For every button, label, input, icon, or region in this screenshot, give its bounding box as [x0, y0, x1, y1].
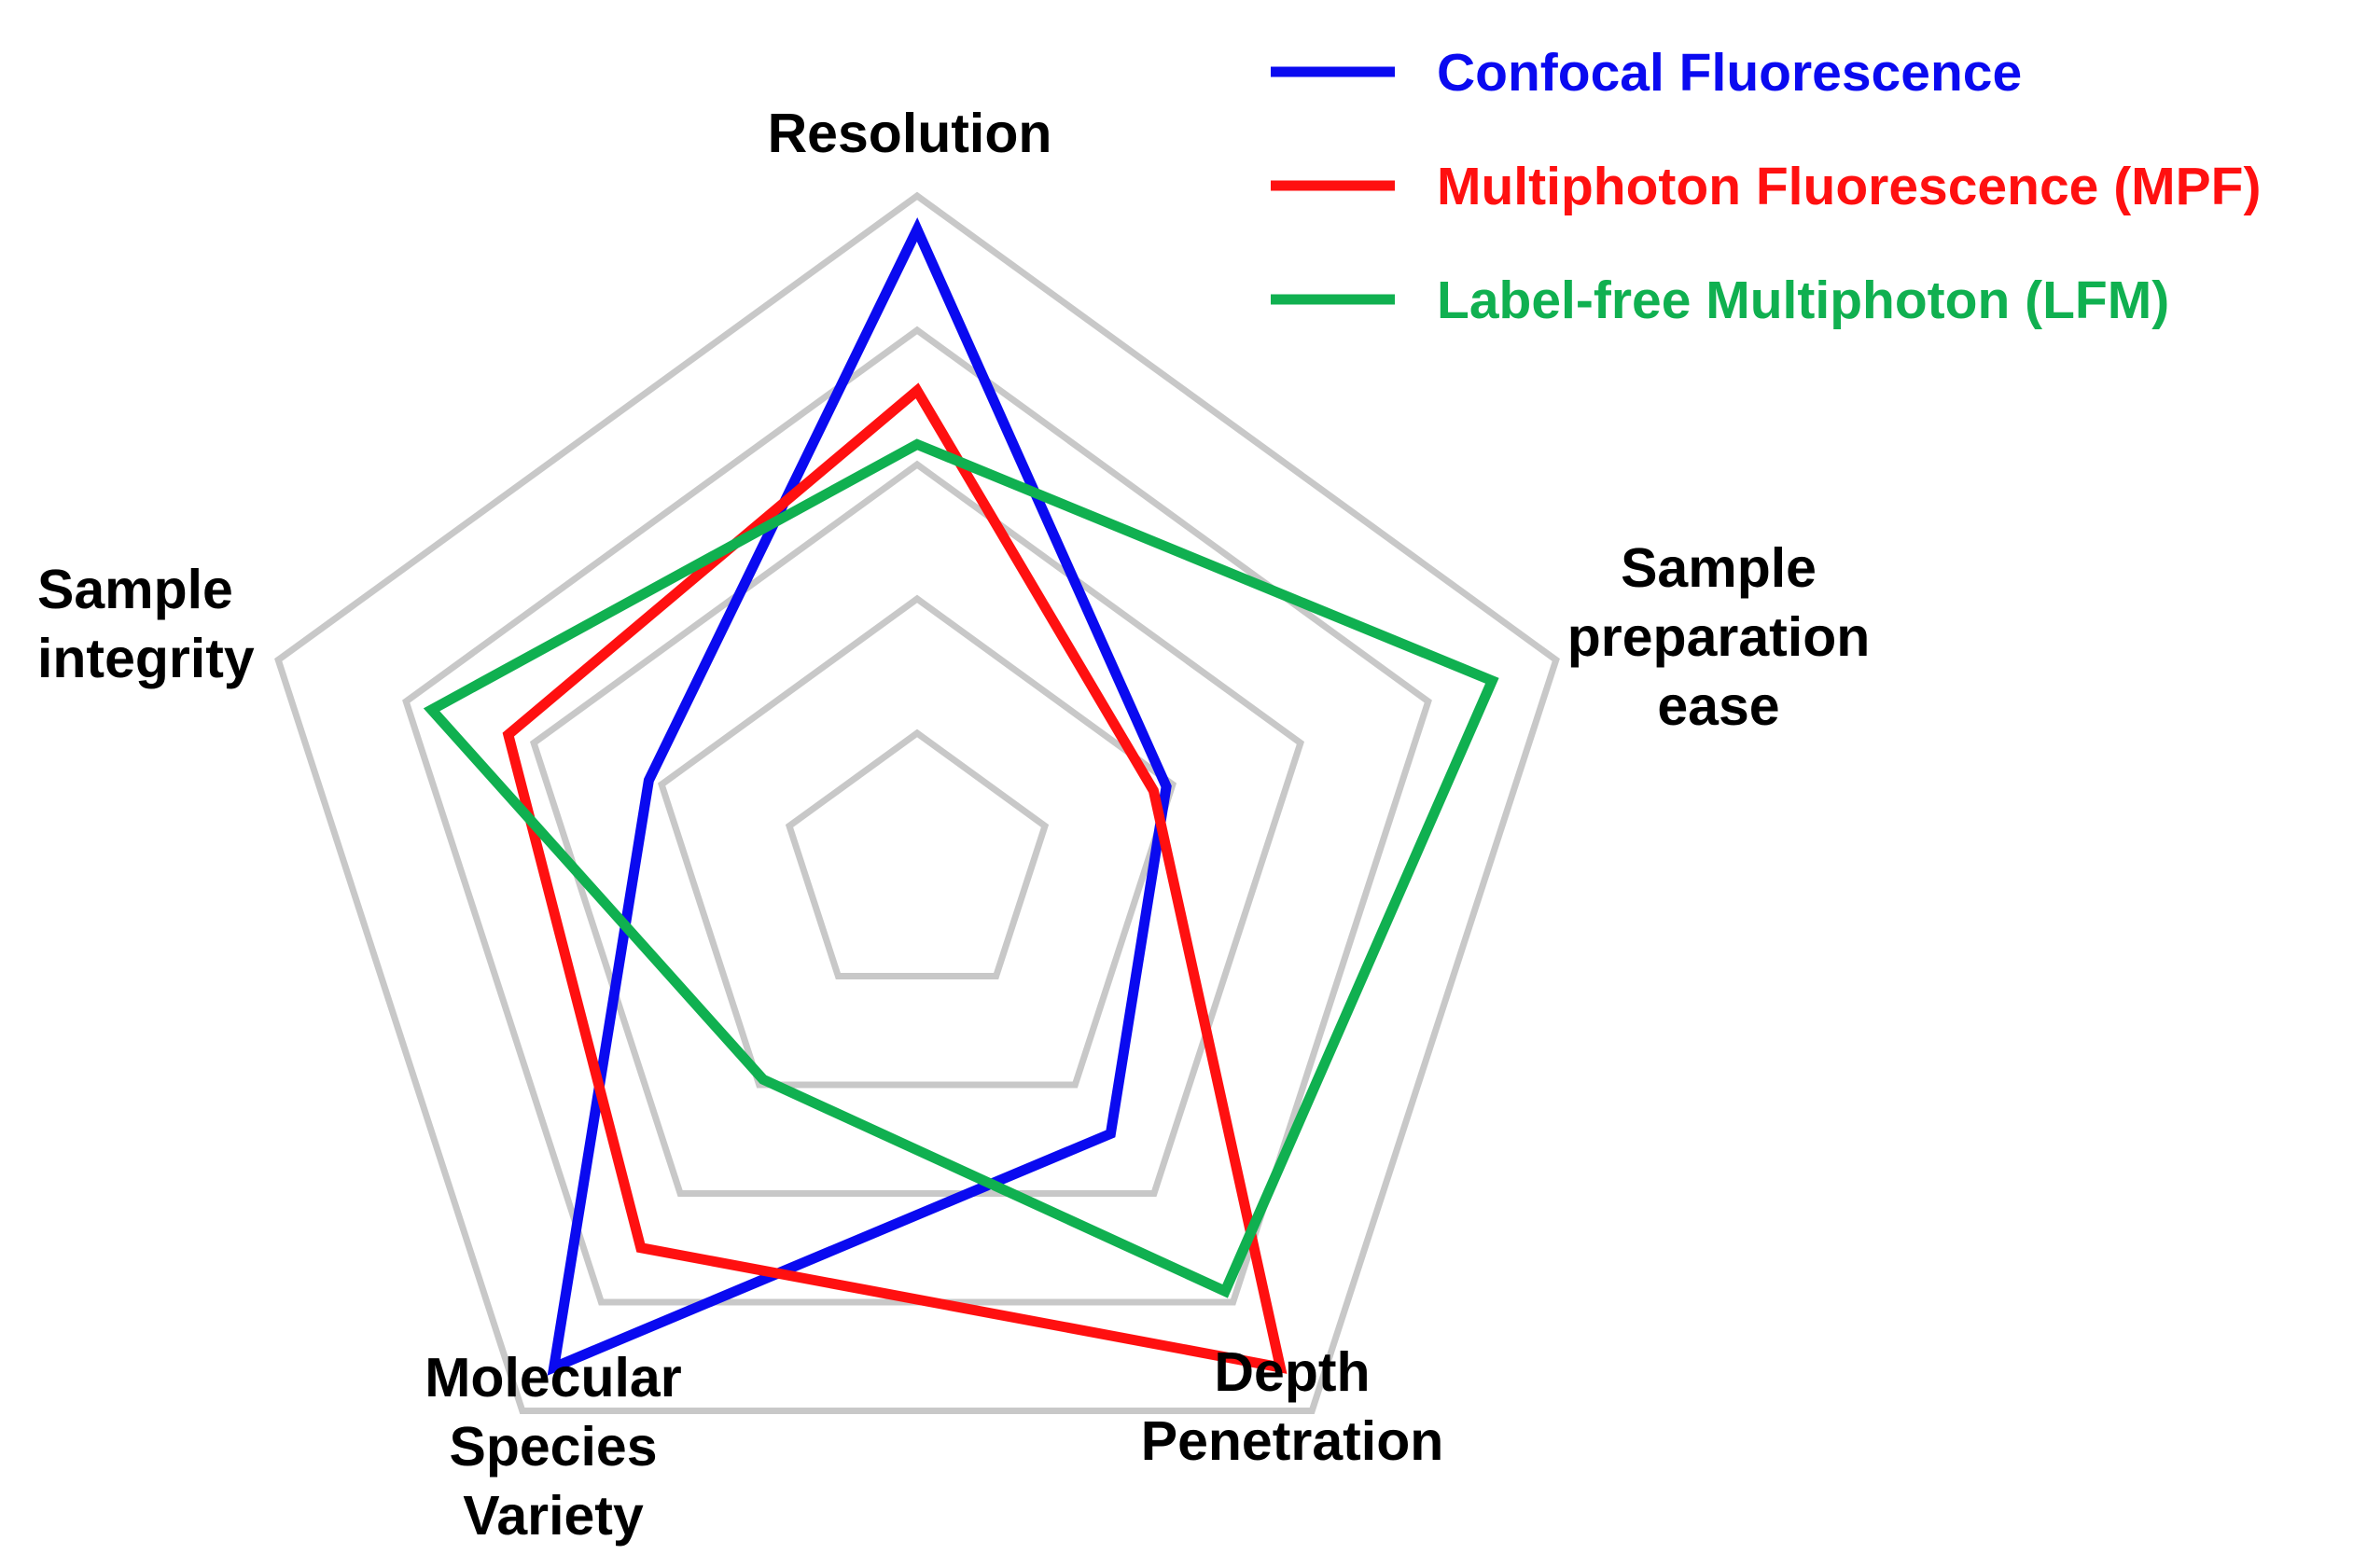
legend-label-1: Confocal Fluorescence	[1437, 43, 2022, 103]
axis-label-line: ease	[1657, 675, 1779, 737]
axis-label-line: integrity	[37, 628, 255, 689]
axis-label-resolution: Resolution	[768, 103, 1052, 164]
axis-label-line: Sample	[1621, 537, 1817, 599]
axis-label-line: Depth	[1214, 1341, 1370, 1403]
series-polygon-2	[502, 382, 1288, 1374]
radar-series	[423, 217, 1499, 1376]
legend-label-3: Label-free Multiphoton (LFM)	[1437, 271, 2169, 330]
grid-ring-3	[529, 460, 1305, 1197]
axis-label-line: Species	[449, 1416, 657, 1478]
grid-ring-5	[274, 191, 1560, 1414]
series-polygon-1	[547, 217, 1172, 1376]
axis-label-line: Molecular	[425, 1347, 681, 1408]
axis-label-line: preparation	[1567, 606, 1871, 668]
grid-ring-1	[785, 728, 1050, 979]
axis-label-line: Penetration	[1141, 1410, 1444, 1472]
radar-grid	[274, 191, 1560, 1414]
axis-label-sample-integrity: Sample integrity	[37, 559, 255, 689]
axis-label-line: Variety	[463, 1485, 644, 1547]
series-polygon-3	[423, 438, 1499, 1298]
grid-ring-2	[657, 594, 1177, 1089]
axis-label-line: Resolution	[768, 103, 1052, 164]
axis-label-sample-preparation-ease: Sample preparation ease	[1567, 537, 1871, 737]
axis-label-line: Sample	[37, 559, 233, 620]
legend-label-2: Multiphoton Fluorescence (MPF)	[1437, 157, 2261, 216]
